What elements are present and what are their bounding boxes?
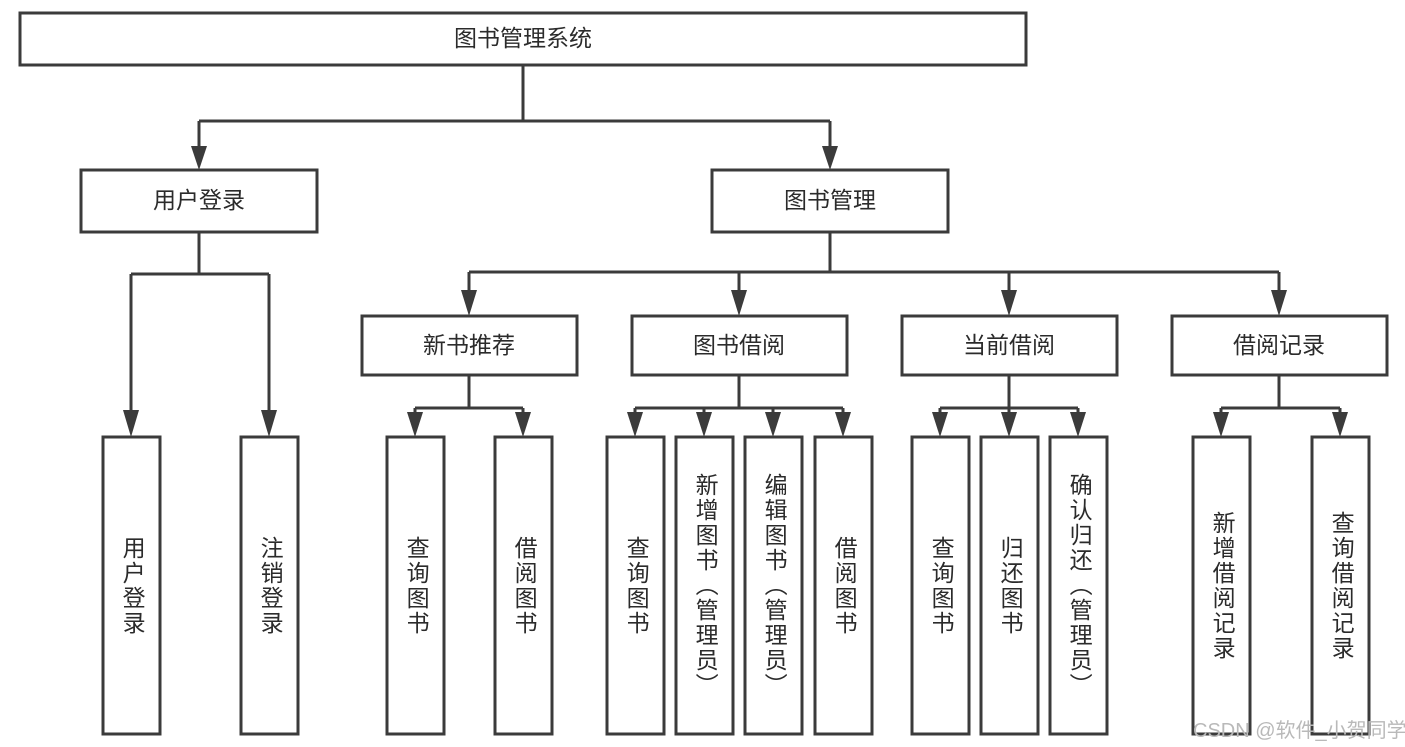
node-box-book-mgmt[interactable] [710, 168, 950, 234]
node-box-leaf-user-login[interactable] [101, 435, 162, 736]
node-box-book-borrow[interactable] [630, 314, 849, 377]
arrow-head-borrow-record [1271, 290, 1287, 316]
arrow-head-book-borrow [731, 290, 747, 316]
node-label-book-borrow: 图书借阅 [693, 332, 785, 358]
arrow-head-leaf-edit-book [765, 412, 781, 437]
node-box-leaf-borrow-book-2[interactable] [813, 435, 874, 736]
arrow-head-leaf-add-record [1213, 412, 1229, 437]
node-box-leaf-query-book-2[interactable] [605, 435, 666, 736]
arrow-head-leaf-user-login [123, 410, 139, 437]
node-label-user-login: 用户登录 [153, 187, 245, 213]
watermark-text: CSDN @软件_小贺同学 [1193, 720, 1405, 742]
node-box-new-book-rec[interactable] [360, 314, 579, 377]
arrow-head-leaf-query-book-2 [627, 412, 643, 437]
node-label-root: 图书管理系统 [454, 25, 592, 51]
node-box-leaf-query-book-1[interactable] [385, 435, 446, 736]
arrow-head-leaf-confirm-return [1070, 412, 1086, 437]
arrow-head-new-book-rec [461, 290, 477, 316]
node-box-borrow-record[interactable] [1170, 314, 1389, 377]
node-box-leaf-query-book-3[interactable] [910, 435, 971, 736]
connector-group-new-book-rec [407, 375, 531, 437]
node-box-leaf-add-record[interactable] [1191, 435, 1252, 736]
arrow-head-leaf-return-book [1001, 412, 1017, 437]
arrow-head-leaf-query-book-3 [932, 412, 948, 437]
node-label-book-mgmt: 图书管理 [784, 187, 876, 213]
arrow-head-current-borrow [1001, 290, 1017, 316]
node-box-current-borrow[interactable] [900, 314, 1119, 377]
arrow-head-leaf-add-book [696, 412, 712, 437]
arrow-head-leaf-logout [261, 410, 277, 437]
node-box-leaf-confirm-return[interactable] [1048, 435, 1109, 736]
node-label-current-borrow: 当前借阅 [963, 332, 1055, 358]
arrow-head-leaf-query-book-1 [407, 412, 423, 437]
node-box-root[interactable] [18, 11, 1028, 67]
node-label-borrow-record: 借阅记录 [1233, 332, 1325, 358]
arrow-head-leaf-query-record [1332, 412, 1348, 437]
node-box-leaf-logout[interactable] [239, 435, 300, 736]
arrow-head-leaf-borrow-book-1 [515, 412, 531, 437]
node-label-new-book-rec: 新书推荐 [423, 332, 515, 358]
node-box-leaf-borrow-book-1[interactable] [493, 435, 554, 736]
node-box-leaf-add-book[interactable] [674, 435, 735, 736]
arrow-head-leaf-borrow-book-2 [835, 412, 851, 437]
node-box-leaf-return-book[interactable] [979, 435, 1040, 736]
node-box-user-login[interactable] [79, 168, 319, 234]
connector-group-root [191, 65, 838, 170]
connector-group-book-borrow [627, 375, 851, 437]
connector-group-current-borrow [932, 375, 1086, 437]
connector-group-book-mgmt [461, 232, 1287, 316]
node-box-leaf-edit-book[interactable] [743, 435, 804, 736]
connector-group-user-login [123, 232, 277, 437]
arrow-head-book-mgmt [822, 146, 838, 170]
connector-group-borrow-record [1213, 375, 1348, 437]
arrow-head-user-login [191, 146, 207, 170]
node-box-leaf-query-record[interactable] [1310, 435, 1371, 736]
